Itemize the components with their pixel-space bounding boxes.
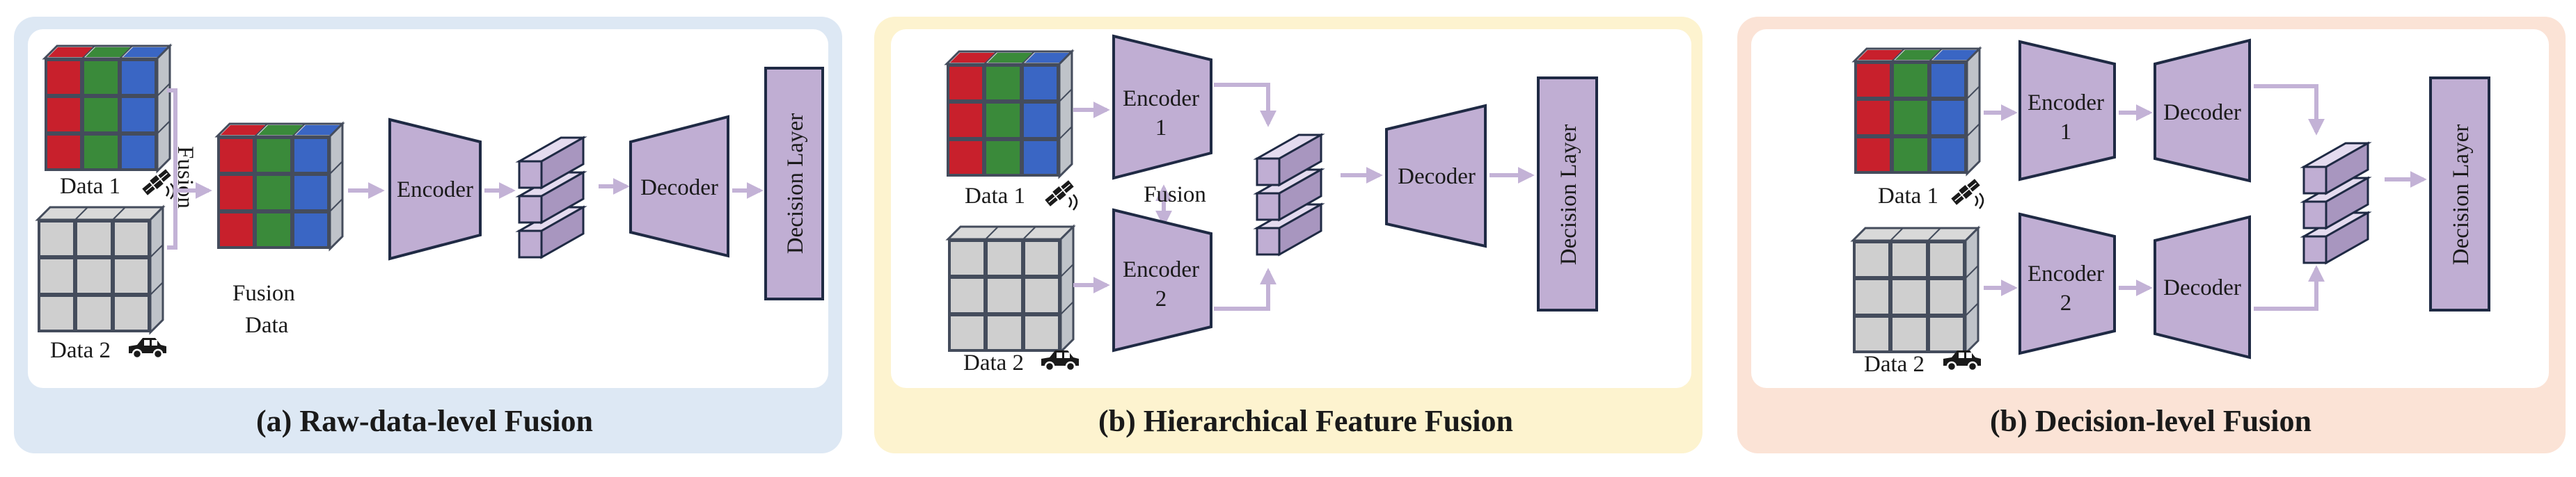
fusion-label: Fusion: [173, 146, 198, 209]
encoder-block: [388, 118, 482, 261]
arrow-decoder1-to-stack: [2254, 84, 2325, 136]
panel-b-title: (b) Hierarchical Feature Fusion: [1098, 404, 1513, 438]
decision-layer-block: [1537, 76, 1598, 312]
decoder-block: [629, 115, 729, 258]
encoder2-block: [1112, 208, 1212, 353]
decoder2-label: Decoder: [2163, 275, 2241, 300]
arrow-decoder2-to-stack: [2254, 265, 2325, 311]
data2-label: Data 2: [1864, 352, 1925, 377]
decision-layer-block: [764, 67, 824, 300]
decision-layer-label: Decision Layer: [783, 113, 808, 254]
decoder2-block: [2154, 215, 2251, 359]
encoder1-label-2: 1: [2060, 120, 2072, 145]
encoder1-label-2: 1: [1155, 115, 1167, 140]
data1-cube: [945, 50, 1073, 178]
fusion-label: Fusion: [1144, 182, 1206, 207]
encoder1-label-1: Encoder: [2028, 90, 2104, 115]
panel-hierarchical-feature-fusion: Data 1 Data 2 Encoder 1 Fusion Encoder 2…: [874, 17, 1702, 453]
decoder-label: Decoder: [1398, 164, 1476, 189]
encoder1-block: [1112, 34, 1212, 180]
decision-layer-block: [2429, 76, 2490, 312]
fusion-data-label-1: Fusion: [232, 281, 295, 306]
data1-cube: [1853, 47, 1981, 175]
encoder1-label-1: Encoder: [1123, 86, 1199, 111]
fusion-data-label-2: Data: [245, 313, 289, 338]
data2-label: Data 2: [963, 350, 1024, 375]
data2-cube: [36, 206, 164, 334]
fusion-bracket: [167, 88, 177, 250]
arrow-encoder2-to-stack: [1214, 268, 1277, 311]
decoder1-label: Decoder: [2163, 100, 2241, 125]
data2-label: Data 2: [50, 338, 111, 363]
decoder-label: Decoder: [640, 175, 718, 200]
decision-stack: [2304, 143, 2368, 263]
panel-decision-level-fusion: Data 1 Data 2 Encoder 1 Decoder Encoder …: [1737, 17, 2566, 453]
encoder2-label-1: Encoder: [1123, 257, 1199, 282]
encoder2-label-2: 2: [1155, 286, 1167, 312]
data2-cube: [1851, 227, 1980, 355]
data1-label: Data 1: [1878, 184, 1938, 209]
panel-raw-data-level-fusion: Data 1 Data 2 Fusion Fusion Data Encoder…: [14, 17, 842, 453]
decision-layer-label: Decision Layer: [1556, 124, 1581, 266]
panel-a-title: (a) Raw-data-level Fusion: [256, 404, 593, 438]
arrow-encoder1-to-stack: [1214, 83, 1277, 127]
feature-stack: [1257, 135, 1321, 254]
encoder1-block: [2018, 40, 2116, 181]
panel-c-title: (b) Decision-level Fusion: [1990, 404, 2312, 438]
data1-label: Data 1: [60, 174, 120, 199]
data1-cube: [43, 45, 171, 172]
encoder-label: Encoder: [397, 177, 473, 202]
fusion-data-cube: [216, 122, 344, 250]
encoder2-label-1: Encoder: [2028, 261, 2104, 286]
data1-label: Data 1: [965, 184, 1025, 209]
encoder2-block: [2018, 212, 2116, 355]
encoder2-label-2: 2: [2060, 291, 2072, 316]
decoder-block: [1385, 104, 1487, 248]
data2-cube: [947, 225, 1075, 353]
decision-layer-label: Decision Layer: [2449, 124, 2474, 266]
feature-stack: [519, 138, 583, 257]
decoder1-block: [2154, 38, 2251, 183]
